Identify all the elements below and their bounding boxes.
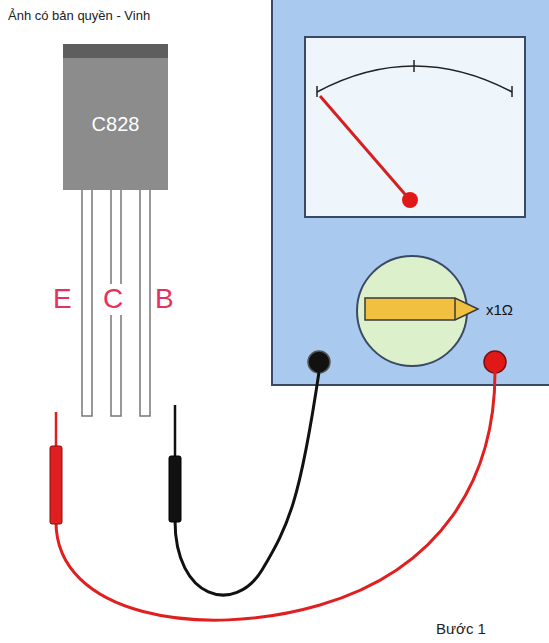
scale-tick (413, 60, 415, 72)
pin-name: B (154, 284, 175, 315)
v-ohm-jack (484, 351, 506, 373)
red-probe-tip (55, 412, 58, 448)
multimeter-housing (272, 0, 549, 385)
step-caption: Bước 1 (436, 620, 486, 637)
range-label: x1Ω (486, 301, 513, 318)
pin-name: C (102, 284, 124, 315)
dial-pointer (365, 298, 478, 320)
red-probe (50, 446, 62, 524)
base-lead (140, 186, 150, 416)
dial-pointer-edge (454, 298, 456, 320)
meter-display (305, 37, 525, 217)
black-wire (175, 372, 319, 595)
meter-needle (320, 96, 410, 200)
emitter-lead (82, 186, 92, 416)
com-jack (308, 351, 330, 373)
multimeter: x1Ω (272, 0, 549, 385)
black-probe (169, 456, 181, 522)
scale-tick (511, 86, 513, 97)
part-marking: C828 (92, 113, 140, 136)
transistor-body: C828 (63, 58, 168, 190)
pin-name: E (52, 284, 73, 315)
watermark: Ảnh có bản quyền - Vinh (8, 8, 150, 23)
needle-pivot (402, 192, 418, 208)
scale-tick (316, 86, 318, 97)
black-probe-tip (174, 405, 177, 458)
red-wire (56, 372, 495, 620)
